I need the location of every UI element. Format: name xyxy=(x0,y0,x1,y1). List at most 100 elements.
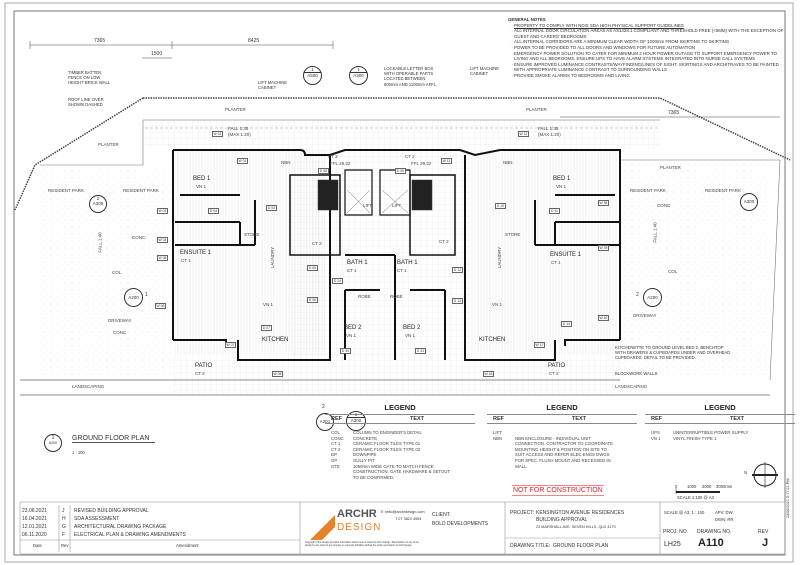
driveway-area-left xyxy=(40,165,173,380)
note-line: LIFT MACHINE xyxy=(470,66,500,71)
fall-label: (MAX 1:20) xyxy=(538,132,561,137)
note-line: WITH DRAWERS & CUPBOARDS UNDER AND OVERH… xyxy=(615,350,731,356)
note-line: 600mm AND 1100mm AFFL xyxy=(384,81,437,87)
finish-label: CT 1 xyxy=(551,260,561,265)
room-label: LIFT xyxy=(392,203,402,208)
door-window-tag: D 10 xyxy=(495,203,506,209)
door-window-tag: W 39 xyxy=(598,245,609,251)
dimension-7365: 7365 xyxy=(94,38,106,44)
section-marker[interactable]: A200 xyxy=(124,288,143,307)
room-label: BED 2 xyxy=(344,325,362,331)
door-window-tag: D 30 xyxy=(340,348,351,354)
area-label: RESIDENT PARK xyxy=(123,188,159,193)
door-window-tag: W 01 xyxy=(237,158,248,164)
legend-ref: GTE xyxy=(331,463,340,469)
finish-label: VN 1 xyxy=(263,302,274,307)
marker-sheet: A300 xyxy=(743,199,755,204)
legend-ref-header: REF xyxy=(651,416,662,422)
finish-label: VN 1 xyxy=(196,184,207,189)
room-label: LIFT xyxy=(363,203,373,208)
dimension-7365-right: 7365 xyxy=(668,110,680,116)
project-stage: BUILDING APPROVAL xyxy=(536,517,588,523)
door-window-tag: D 14 xyxy=(561,321,572,327)
revision-amendment: REVISED BUILDING APPROVAL xyxy=(74,508,149,514)
finish-label: CT 2 xyxy=(549,371,559,376)
finish-label: VN 1 xyxy=(492,302,503,307)
note-line: FENCE ON LOW xyxy=(68,75,101,81)
fall-label: FALL 1:40 xyxy=(652,222,658,243)
legend-ref-header: REF xyxy=(493,416,504,422)
rev-header-amendment: Amendment xyxy=(176,543,199,548)
fall-label: FALL 1:40 xyxy=(97,232,103,253)
legend-text: VINYL FINISH TYPE 1 xyxy=(673,435,717,441)
area-label: COL xyxy=(112,270,122,275)
room-label: BED 1 xyxy=(553,176,571,182)
firm-email: E hello@archrdesign.com xyxy=(381,510,425,514)
note-line: SHOWN DASHED xyxy=(68,102,103,108)
client-name: BOLD DEVELOPMENTS xyxy=(432,521,489,527)
note-line: TIMBER BATTEN xyxy=(68,70,102,75)
door-window-tag: W 11 xyxy=(441,158,452,164)
area-label: PLANTER xyxy=(526,107,547,112)
room-label: STORE xyxy=(244,232,260,237)
door-window-tag: W 12 xyxy=(518,131,529,137)
revision: J xyxy=(762,537,769,549)
stairs xyxy=(317,179,433,211)
revision-rev: G xyxy=(62,524,66,530)
rev-header-date: Date xyxy=(33,543,42,548)
area-label: CONC xyxy=(132,235,146,240)
legend-ref-header: REF xyxy=(331,416,342,422)
dimension-8425: 8425 xyxy=(248,38,260,44)
scale-tick: 3000mm xyxy=(716,484,733,489)
section-marker[interactable]: A200 xyxy=(643,288,662,307)
room-label: KITCHEN xyxy=(262,337,289,343)
level-label: FFL 29.22 xyxy=(330,161,351,166)
room-label: BED 1 xyxy=(193,176,211,182)
drawing-title-label: DRAWING TITLE: xyxy=(510,543,551,549)
door-window-tag: D 05 xyxy=(307,265,318,271)
sheet-border xyxy=(4,2,794,563)
north-arrow-icon xyxy=(752,462,778,488)
legend-ref: LIFT xyxy=(493,430,502,435)
room-label: PATIO xyxy=(548,363,566,369)
legend-ref: VN 1 xyxy=(651,435,661,441)
drawing-no-label: DRAWING NO. xyxy=(697,529,732,535)
rev-label: REV xyxy=(758,529,769,535)
room-label: LAUNDRY xyxy=(270,246,276,269)
legend-ref: UPS xyxy=(651,430,660,435)
section-marker[interactable]: A201 xyxy=(316,413,334,431)
site-boundary-fence xyxy=(14,97,791,211)
blockwork-note: BLOCKWORK WALLS xyxy=(615,371,658,376)
area-label: CONC xyxy=(657,203,671,208)
area-label: RESIDENT PARK xyxy=(630,188,666,193)
drawing-no: A110 xyxy=(698,537,724,549)
general-notes-title: GENERAL NOTES xyxy=(508,17,546,22)
marker-sheet: A200 xyxy=(48,441,58,445)
firm-logo-subtext: DESIGN xyxy=(337,522,382,533)
legend-text: CERAMIC FLOOR TILES TYPE 01 xyxy=(353,441,421,447)
legend-ref: GP xyxy=(331,457,338,463)
revision-date: 06.11.2020 xyxy=(22,532,47,538)
proj-no: LH25 xyxy=(664,541,681,548)
section-marker[interactable]: A300 xyxy=(740,193,758,211)
project-address: 23 MARSHALL AVE, SEVEN HILLS, QLD 4170 xyxy=(536,525,616,529)
general-note: ALL INTERNAL DOOR CIRCULATION AREAS AS A… xyxy=(514,28,784,39)
finish-label: CT 2 xyxy=(195,371,205,376)
door-window-tag: D 24 xyxy=(332,278,343,284)
legend-text: COLUMN TO ENGINEER'S DETAIL xyxy=(353,430,422,435)
